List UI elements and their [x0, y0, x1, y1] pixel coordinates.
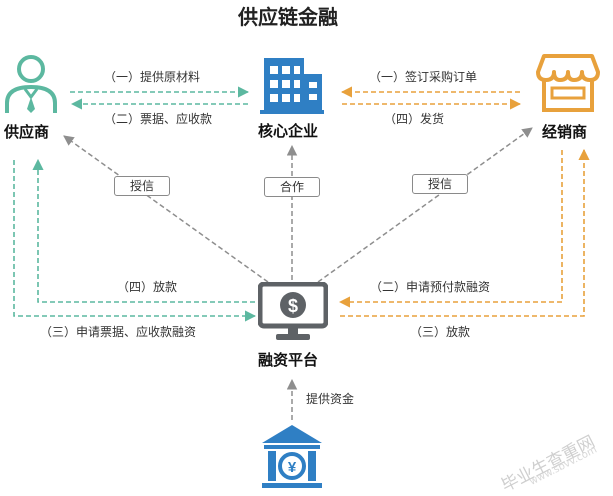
- label-ship-goods: （四）发货: [384, 112, 445, 126]
- yen-sign-icon: ¥: [288, 459, 297, 476]
- arrow-loan-to-supplier: [32, 158, 255, 303]
- financing-platform-monitor-icon: $: [258, 282, 328, 340]
- box-credit-distributor: 授信: [412, 174, 468, 194]
- diagram-title: 供应链金融: [238, 5, 338, 29]
- label-loan-to-distributor: （三）放款: [410, 325, 471, 339]
- financing-platform-label: 融资平台: [258, 351, 319, 369]
- label-apply-prepayment-financing: （二）申请预付款融资: [370, 280, 491, 294]
- supplier-label: 供应商: [4, 123, 50, 141]
- label-provide-funds: 提供资金: [306, 392, 355, 406]
- distributor-label: 经销商: [542, 123, 588, 141]
- bank-icon: ¥: [262, 425, 322, 488]
- arrow-credit-distributor: [317, 127, 533, 283]
- dollar-sign-icon: $: [288, 296, 298, 316]
- arrow-credit-supplier: [63, 135, 269, 283]
- box-cooperation: 合作: [264, 177, 320, 197]
- label-apply-bill-financing: （三）申请票据、应收款融资: [40, 325, 197, 339]
- label-loan-to-supplier: （四）放款: [117, 280, 178, 294]
- label-bills-receivables: （二）票据、应收款: [104, 112, 213, 126]
- core-enterprise-building-icon: [260, 58, 324, 114]
- arrow-loan-to-distributor: [340, 148, 590, 317]
- label-supply-materials: （一）提供原材料: [104, 70, 201, 84]
- label-sign-purchase-order: （一）签订采购订单: [369, 70, 478, 84]
- arrow-apply-bill-financing: [13, 160, 257, 322]
- distributor-store-icon: [536, 54, 600, 112]
- core-enterprise-label: 核心企业: [258, 122, 319, 140]
- box-credit-supplier: 授信: [114, 176, 170, 196]
- arrow-apply-prepayment-financing: [338, 150, 563, 308]
- supplier-person-icon: [5, 55, 57, 113]
